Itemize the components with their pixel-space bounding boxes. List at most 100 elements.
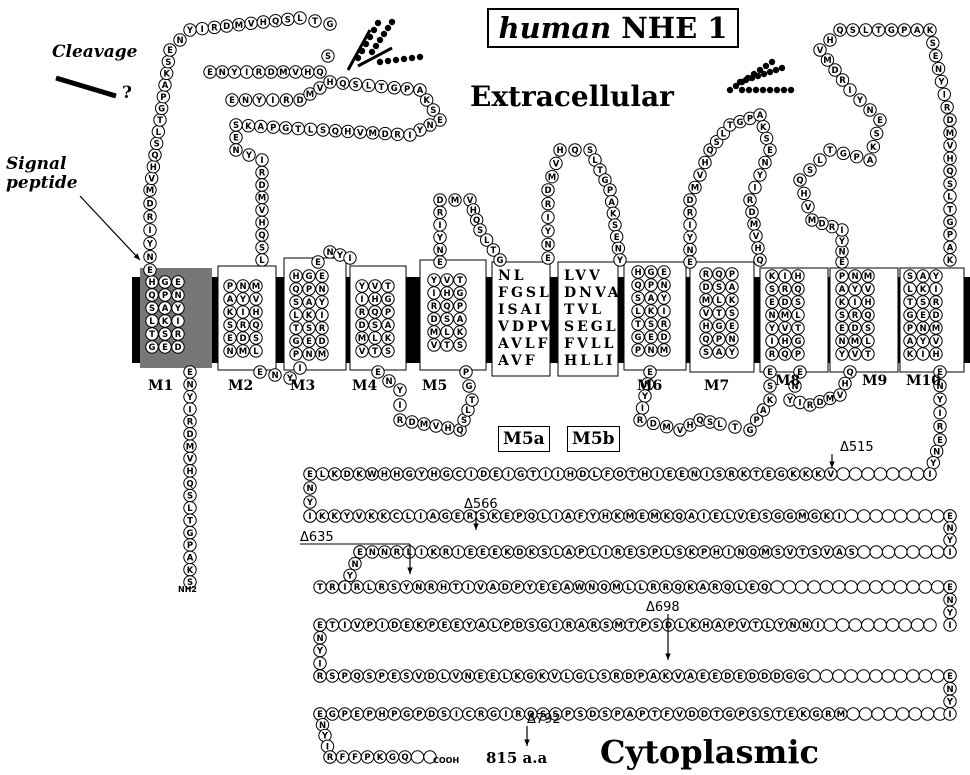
svg-text:D: D [816,398,823,408]
extracellular-loop-residue: M [546,170,558,182]
c-terminal-residue [411,751,423,763]
svg-text:S: S [325,52,331,62]
tm-residue: N [237,280,249,292]
c-terminal-residue: A [562,510,574,522]
svg-text:Q: Q [846,368,853,378]
svg-text:Q: Q [353,672,360,682]
extracellular-loop-residue: L [256,254,268,266]
tm-residue: D [658,331,670,343]
n-terminus-label: NH2 [178,585,197,594]
tm-residue: K [303,309,315,321]
c-terminal-residue: N [366,546,378,558]
c-terminal-residue: Y [524,581,536,593]
c-terminal-residue: R [725,468,737,480]
svg-text:R: R [545,200,552,210]
svg-text:A: A [907,337,914,347]
svg-text:P: P [638,672,644,682]
signal-loop-residue: T [154,114,166,126]
svg-text:V: V [852,350,859,360]
svg-text:H: H [304,68,311,78]
m5b-residues: HLLI [564,353,615,369]
svg-text:G: G [635,333,642,343]
c-terminus-label: COOH [433,756,459,765]
c-terminal-residue [833,670,845,682]
extracellular-loop-residue: I [542,211,554,223]
svg-text:E: E [947,512,953,522]
tm-residue: M [700,294,712,306]
svg-text:H: H [443,289,450,299]
tm-residue: R [356,306,368,318]
extracellular-loop-residue: R [253,66,265,78]
extracellular-loop-residue: P [604,184,616,196]
svg-text:A: A [430,512,437,522]
svg-text:N: N [935,65,942,75]
c-terminal-residue: S [713,468,725,480]
svg-text:V: V [837,391,844,401]
glycan-bead [363,41,369,47]
cleavage-label: Cleavage [52,42,137,62]
c-terminal-residue: H [391,468,403,480]
c-terminal-residue: L [437,670,449,682]
c-terminal-residue: I [550,510,562,522]
c-terminal-turn: E [944,510,956,522]
tm-residue: G [713,320,725,332]
extracellular-loop-residue: E [226,94,238,106]
signal-loop-residue: V [245,17,257,29]
svg-text:L: L [592,470,598,480]
svg-text:S: S [366,672,372,682]
svg-text:F: F [340,753,346,763]
svg-text:D: D [428,672,435,682]
tm-residue: T [454,274,466,286]
tm-residue: S [862,322,874,334]
c-terminal-residue: S [759,510,771,522]
c-terminal-residue: E [490,468,502,480]
svg-text:Q: Q [946,167,953,177]
svg-text:Q: Q [702,335,709,345]
tm-residue: T [369,345,381,357]
cytoplasmic-loop-residue: M [418,418,430,430]
svg-text:R: R [637,416,644,426]
svg-text:K: K [163,70,170,80]
tm-residue: L [250,345,262,357]
glycan-bead [751,71,757,77]
svg-text:P: P [463,368,469,378]
svg-text:H: H [148,278,155,288]
c-terminal-turn: Y [944,695,956,707]
deletion-698-arrow-head [665,654,670,660]
cleavage-arrow [56,78,116,96]
c-terminal-residue: I [502,468,514,480]
tm-residue: L [862,335,874,347]
c-terminal-residue: Q [598,581,610,593]
svg-text:S: S [930,39,936,49]
c-terminal-residue: V [413,670,425,682]
svg-text:Y: Y [919,337,927,347]
svg-text:D: D [436,196,443,206]
svg-text:S: S [162,330,168,340]
svg-text:D: D [430,315,437,325]
c-terminal-residue: L [403,546,415,558]
svg-text:L: L [907,285,913,295]
svg-text:C: C [466,710,472,720]
svg-text:K: K [663,672,670,682]
segment-label-m7: M7 [704,378,729,394]
svg-text:V: V [354,621,361,631]
extracellular-loop-residue: K [757,120,769,132]
c-terminal-residue: R [709,581,721,593]
c-terminal-residue: L [734,581,746,593]
c-terminal-residue: R [425,581,437,593]
svg-text:H: H [826,36,833,46]
svg-text:D: D [831,66,838,76]
tm-residue: A [726,281,738,293]
svg-text:Y: Y [346,572,354,582]
svg-text:P: P [366,710,372,720]
svg-text:Y: Y [756,171,764,181]
svg-text:R: R [661,320,668,330]
svg-text:A: A [757,111,764,121]
tm-residue: R [428,300,440,312]
svg-text:H: H [713,548,720,558]
svg-text:D: D [748,208,755,218]
svg-text:E: E [947,672,953,682]
svg-text:N: N [426,121,433,131]
svg-text:L: L [444,328,450,338]
svg-text:L: L [635,307,641,317]
